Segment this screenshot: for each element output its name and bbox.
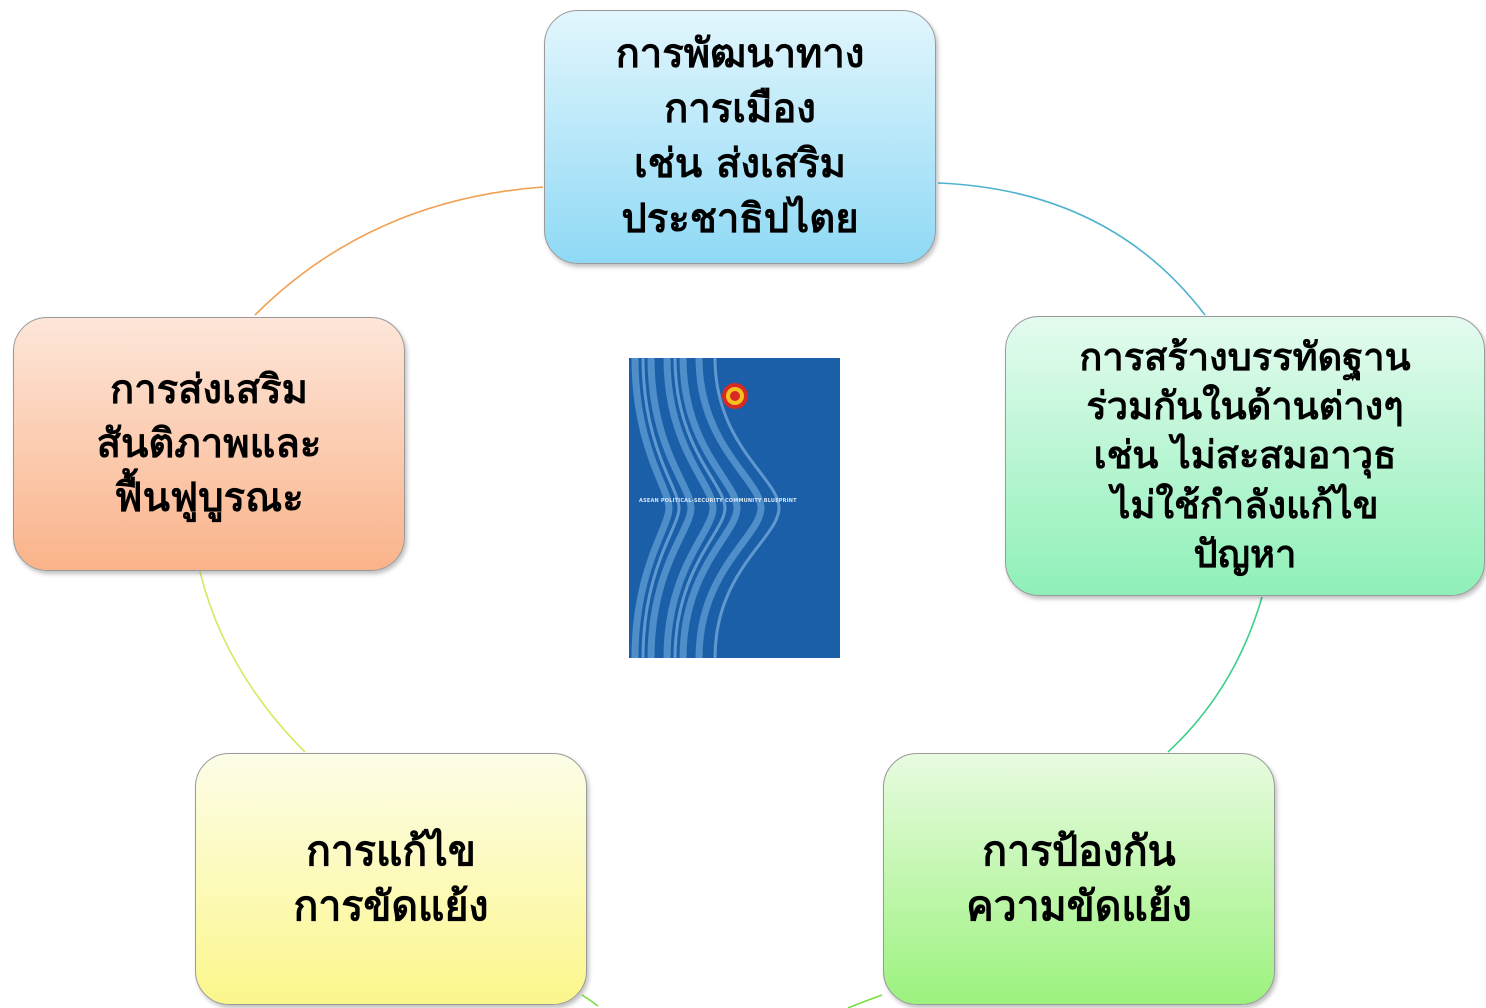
node-peace-building-text: การส่งเสริม สันติภาพและ ฟื้นฟูบูรณะ [96, 367, 322, 521]
cover-artwork [629, 358, 840, 658]
node-conflict-resolution: การแก้ไข การขัดแย้ง [195, 753, 587, 1005]
node-peace-building: การส่งเสริม สันติภาพและ ฟื้นฟูบูรณะ [13, 317, 405, 571]
asean-emblem-icon [722, 383, 748, 409]
cover-title: ASEAN POLITICAL-SECURITY COMMUNITY BLUEP… [639, 498, 797, 504]
node-political-development: การพัฒนาทาง การเมือง เช่น ส่งเสริม ประชา… [544, 10, 936, 264]
connector-left-top [254, 186, 544, 316]
node-shared-norms: การสร้างบรรทัดฐาน ร่วมกันในด้านต่างๆ เช่… [1005, 316, 1485, 596]
node-conflict-prevention: การป้องกัน ความขัดแย้ง [883, 753, 1275, 1005]
node-conflict-prevention-text: การป้องกัน ความขัดแย้ง [966, 827, 1192, 930]
connector-top-right [937, 182, 1206, 316]
node-political-development-text: การพัฒนาทาง การเมือง เช่น ส่งเสริม ประชา… [615, 30, 865, 243]
node-conflict-resolution-text: การแก้ไข การขัดแย้ง [293, 827, 489, 930]
connector-bottom-left-tail [581, 994, 599, 1007]
connector-bottom-left-left [199, 571, 306, 753]
connector-right-bottom-right [1167, 596, 1263, 753]
node-shared-norms-text: การสร้างบรรทัดฐาน ร่วมกันในด้านต่างๆ เช่… [1079, 334, 1411, 577]
connector-bottom-right-bottom-left [847, 994, 883, 1008]
asean-blueprint-cover-image: ASEAN POLITICAL-SECURITY COMMUNITY BLUEP… [629, 358, 840, 658]
